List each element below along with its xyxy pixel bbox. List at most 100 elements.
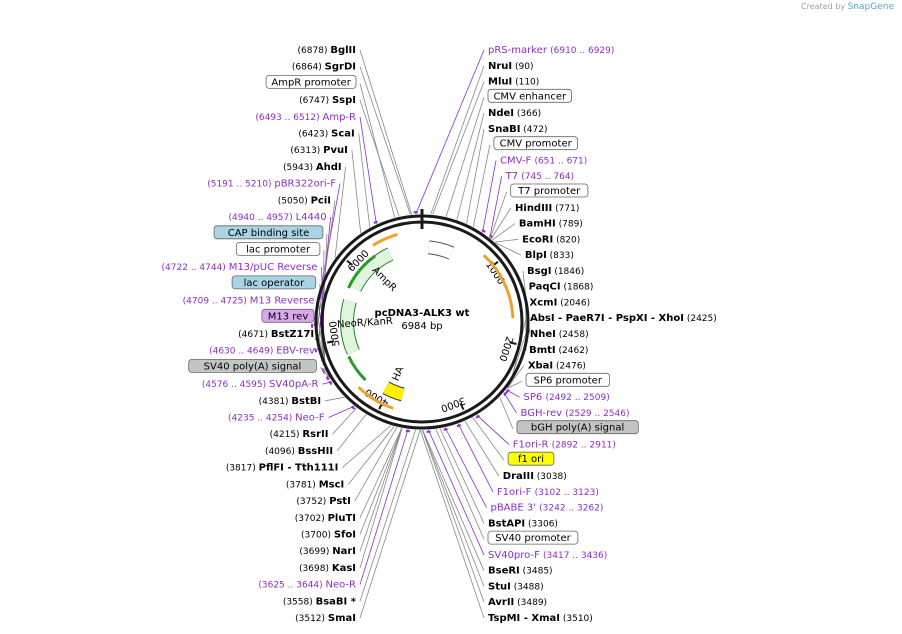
map-label: (4630 .. 4649) EBV-rev [209, 346, 315, 357]
leader-line [359, 428, 409, 585]
site-label: XcmI (2046) [530, 297, 591, 308]
leader-line [358, 133, 371, 228]
map-label: (3699) NarI [299, 546, 356, 557]
map-label: (3817) PflFI - Tth111I [226, 463, 339, 474]
leader-line [482, 160, 497, 233]
site-label: (6878) BglII [298, 45, 356, 56]
orange-arc [372, 232, 398, 247]
primer-mark [405, 429, 410, 433]
map-label: (3558) BsaBI * [283, 596, 357, 607]
leader-line [507, 365, 525, 389]
primer-label: pBABE 3' (3242 .. 3262) [490, 503, 603, 514]
map-label: (6313) PvuI [290, 145, 347, 156]
ring-tick-label: 5000 [328, 320, 342, 347]
leader-line [492, 223, 516, 241]
map-label: BmtI (2462) [529, 345, 588, 356]
leader-line [428, 429, 485, 556]
leader-line [495, 242, 522, 256]
feature-box [525, 372, 610, 387]
leader-line [359, 429, 416, 602]
feature-box [213, 225, 324, 240]
site-label: (3698) KasI [299, 563, 356, 574]
feature-box [487, 88, 572, 103]
leader-line [507, 380, 523, 389]
credit: Created by SnapGene [801, 2, 894, 12]
credit-prefix: Created by [801, 2, 846, 11]
map-label: SnaBI (472) [488, 124, 547, 135]
map-label: pBABE 3' (3242 .. 3262) [490, 503, 603, 514]
site-label: (3817) PflFI - Tth111I [226, 463, 339, 474]
leader-line [359, 49, 413, 215]
site-label: (3752) PstI [296, 496, 350, 507]
map-label: T7 promoter [510, 183, 589, 198]
map-label: SP6 (2492 .. 2509) [524, 392, 610, 403]
feature-box [188, 358, 317, 373]
leader-line [499, 396, 514, 429]
map-label: NheI (2458) [530, 329, 589, 340]
map-label: DraIII (3038) [503, 471, 567, 482]
site-label: BsgI (1846) [527, 266, 584, 277]
leader-line [439, 428, 485, 524]
site-label: BmtI (2462) [529, 345, 588, 356]
leader-line [334, 166, 346, 259]
feature-label: CAP binding site [228, 228, 310, 239]
map-label: lac promoter [235, 242, 321, 256]
leader-line [466, 128, 485, 224]
ring-tick [509, 341, 517, 345]
map-label: (3752) PstI [296, 496, 350, 507]
leader-line [421, 429, 485, 603]
leader-line [351, 150, 362, 234]
leader-line [419, 429, 485, 619]
site-label: (4671) BstZ17I [238, 329, 314, 340]
map-label: (3625 .. 3644) Neo-R [258, 580, 356, 591]
map-label: (5943) AhdI [283, 162, 342, 173]
site-label: (5050) PciI [278, 195, 331, 206]
map-label: (4722 .. 4744) M13/pUC Reverse [162, 262, 318, 273]
leader-line [435, 428, 485, 540]
map-label: BlpI (833) [525, 250, 574, 261]
site-label: HindIII (771) [515, 203, 579, 214]
site-label: NdeI (366) [488, 108, 541, 119]
primer-label: CMV-F (651 .. 671) [500, 155, 587, 166]
map-label: BGH-rev (2529 .. 2546) [521, 408, 630, 419]
plasmid-name: pcDNA3-ALK3 wt [375, 308, 470, 319]
map-label: (6878) BglII [298, 45, 356, 56]
feature-box [231, 275, 317, 290]
site-label: BseRI (3485) [488, 566, 553, 577]
orange-arc [482, 254, 515, 319]
ring-tick [346, 259, 353, 266]
site-label: (6423) ScaI [298, 129, 354, 140]
leader-line [359, 427, 403, 535]
map-label: XcmI (2046) [530, 297, 591, 308]
site-label: EcoRI (820) [522, 234, 580, 245]
site-label: (6864) SgrDI [292, 62, 356, 73]
leader-line [359, 116, 377, 225]
primer-label: (4630 .. 4649) EBV-rev [209, 346, 315, 357]
leader-line [489, 176, 502, 239]
ring-tick [327, 340, 335, 344]
leader-line [325, 396, 345, 402]
leader-line [432, 81, 485, 215]
ring-tick [459, 402, 465, 411]
map-label: StuI (3488) [488, 581, 544, 592]
feature-box [265, 75, 357, 89]
leader-line [489, 191, 507, 239]
map-label: XbaI (2476) [528, 361, 586, 372]
primer-label: (4722 .. 4744) M13/pUC Reverse [162, 262, 318, 273]
feature-label: lac operator [244, 278, 305, 289]
map-label: (5050) PciI [278, 195, 331, 206]
site-label: (4215) RsrII [270, 429, 329, 440]
feature-box [507, 451, 555, 466]
site-label: (3699) NarI [299, 546, 356, 557]
leader-line [503, 392, 517, 414]
map-label: (6864) SgrDI [292, 62, 356, 73]
map-label: (4235 .. 4254) Neo-F [228, 413, 325, 424]
leader-line [359, 83, 396, 218]
feature-label: f1 ori [518, 454, 544, 465]
green-arc [347, 254, 377, 289]
map-label: CMV promoter [493, 136, 578, 151]
leader-line [430, 65, 485, 215]
map-label: (4381) BstBI [259, 396, 322, 407]
